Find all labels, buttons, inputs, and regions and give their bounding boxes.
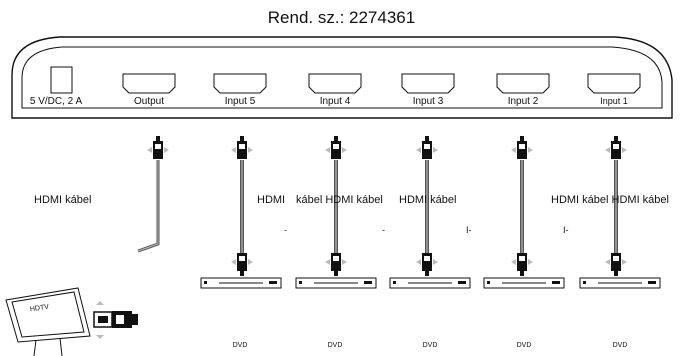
hdmi-switch-body [11,36,673,119]
power-label: 5 V/DC, 2 A [29,96,83,107]
input-hdmi-cable [325,136,347,276]
port-label-input-4: Input 4 [319,96,351,107]
tv-hdmi-plug-icon [93,301,138,339]
hdmi-port-icon [496,73,550,94]
hdmi-plug-icon [325,253,347,276]
hdmi-plug-icon [605,136,627,159]
hdmi-plug-icon [325,136,347,159]
dvd-label: DVD [327,342,343,349]
dash-mark: I- [466,225,472,235]
hdmi-plug-icon [511,136,533,159]
port-label-input-2: Input 2 [507,96,539,107]
hdmi-plug-icon [511,253,533,276]
dash-mark: - [382,225,385,235]
input-hdmi-cable [231,136,253,276]
hdmi-plug-icon [231,253,253,276]
hdtv-icon [5,287,91,356]
hdmi-port-icon [122,73,176,94]
page-title: Rend. sz.: 2274361 [267,8,416,27]
port-label-output: Output [133,96,165,107]
input-hdmi-cable [416,136,438,276]
dash-mark: I- [563,225,569,235]
hdmi-plug-icon [231,136,253,159]
hdmi-plug-icon [605,253,627,276]
port-label-input-5: Input 5 [224,96,256,107]
port-label-input-3: Input 3 [412,96,444,107]
cable-label-output: HDMI kábel [34,194,92,206]
dvd-label: DVD [612,342,628,349]
hdmi-plug-icon [416,253,438,276]
dvd-player-icon [483,277,565,289]
output-hdmi-cable [137,136,169,253]
hdmi-port-icon [401,73,455,94]
dvd-player-icon [389,277,471,289]
hdmi-port-icon [213,73,267,94]
dvd-player-icon [579,277,661,289]
cable-label-1: HDMI [257,194,286,206]
input-hdmi-cable [605,136,627,276]
cable-label-3: HDMI kábel [399,194,457,206]
cable-label-2: kábel HDMI kábel [296,194,383,206]
power-jack-icon [50,66,73,94]
dvd-player-icon [295,277,377,289]
hdmi-plug-icon [416,136,438,159]
port-label-input-1: Input 1 [600,96,628,106]
dvd-label: DVD [232,342,248,349]
hdmi-port-icon [587,73,641,94]
dvd-label: DVD [422,342,438,349]
dvd-player-icon [200,277,282,289]
cable-label-4: HDMI kábel HDMI kábel [551,194,669,206]
hdmi-plug-icon [147,136,169,159]
input-hdmi-cable [511,136,533,276]
hdmi-port-icon [308,73,362,94]
dvd-label: DVD [516,342,532,349]
dash-mark: - [284,225,287,235]
